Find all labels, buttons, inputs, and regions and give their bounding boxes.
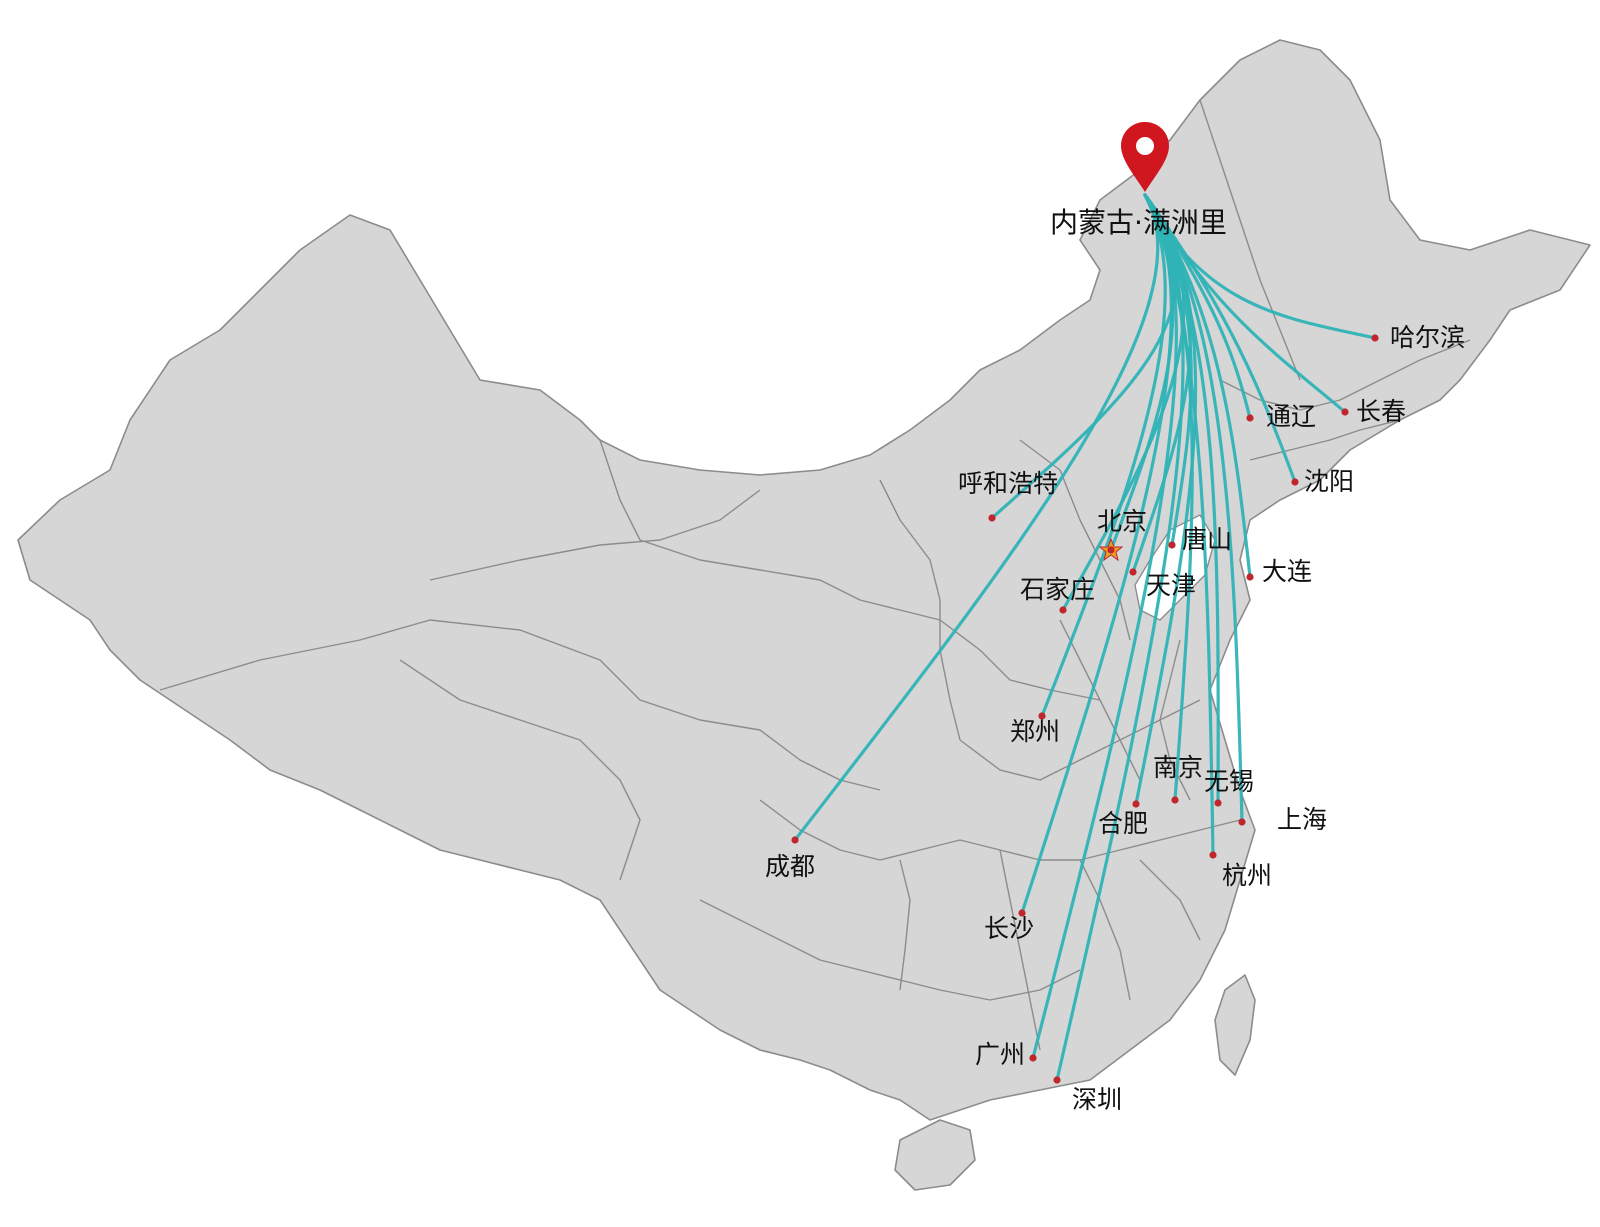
city-label-changsha: 长沙: [984, 914, 1034, 943]
city-dot-hohhot[interactable]: [988, 514, 996, 522]
city-label-tianjin: 天津: [1146, 571, 1196, 600]
route-shenzhen: [1055, 193, 1185, 1082]
city-dot-guangzhou[interactable]: [1029, 1054, 1037, 1062]
city-dot-hefei[interactable]: [1132, 800, 1140, 808]
route-shenyang: [1143, 193, 1297, 484]
city-dot-wuxi[interactable]: [1214, 799, 1222, 807]
city-label-hefei: 合肥: [1098, 809, 1148, 838]
city-dot-hangzhou[interactable]: [1209, 851, 1217, 859]
city-dot-nanjing[interactable]: [1171, 796, 1179, 804]
city-label-zhengzhou: 郑州: [1010, 717, 1060, 746]
city-dot-tongliao[interactable]: [1246, 414, 1254, 422]
city-label-tangshan: 唐山: [1182, 525, 1232, 554]
route-hefei: [1134, 193, 1198, 806]
city-dot-shijiazhuang[interactable]: [1059, 606, 1067, 614]
city-dot-dalian[interactable]: [1246, 573, 1254, 581]
city-dot-beijing[interactable]: [1107, 546, 1115, 554]
city-dot-harbin[interactable]: [1371, 334, 1379, 342]
city-dot-tianjin[interactable]: [1129, 568, 1137, 576]
city-label-beijing: 北京: [1097, 507, 1147, 536]
province-borders: [159, 99, 1471, 1051]
city-dot-tangshan[interactable]: [1168, 541, 1176, 549]
city-label-dalian: 大连: [1262, 557, 1312, 586]
route-zhengzhou: [1040, 193, 1167, 718]
city-label-hohhot: 呼和浩特: [958, 469, 1058, 498]
city-label-tongliao: 通辽: [1266, 402, 1316, 431]
city-label-chengdu: 成都: [765, 852, 815, 881]
city-dot-zhengzhou[interactable]: [1038, 712, 1046, 720]
city-label-shijiazhuang: 石家庄: [1020, 575, 1095, 604]
map-pin-icon: [1121, 122, 1169, 192]
city-dot-shenyang[interactable]: [1291, 478, 1299, 486]
city-label-hangzhou: 杭州: [1222, 861, 1272, 890]
china-landmass: [17, 39, 1591, 1191]
city-label-guangzhou: 广州: [975, 1040, 1025, 1069]
city-label-shenyang: 沈阳: [1304, 467, 1354, 496]
city-dot-chengdu[interactable]: [791, 836, 799, 844]
route-changsha: [1020, 193, 1173, 915]
city-dot-changchun[interactable]: [1341, 408, 1349, 416]
city-label-changchun: 长春: [1356, 397, 1406, 426]
city-label-wuxi: 无锡: [1204, 767, 1254, 796]
china-mainland: [17, 39, 1591, 1121]
taiwan-island: [1214, 974, 1256, 1076]
map-pin-hole: [1136, 137, 1154, 155]
city-dot-changsha[interactable]: [1018, 909, 1026, 917]
route-chengdu: [793, 193, 1160, 842]
city-dot-shenzhen[interactable]: [1053, 1076, 1061, 1084]
map-pin-body: [1121, 122, 1169, 192]
route-lines: [793, 193, 1377, 1082]
hainan-island: [894, 1119, 976, 1191]
route-guangzhou: [1031, 193, 1178, 1060]
city-label-shenzhen: 深圳: [1072, 1085, 1122, 1114]
origin-label: 内蒙古·满洲里: [1050, 206, 1227, 239]
city-label-harbin: 哈尔滨: [1390, 323, 1465, 352]
city-dot-shanghai[interactable]: [1238, 818, 1246, 826]
city-label-nanjing: 南京: [1153, 753, 1203, 782]
city-markers: 哈尔滨长春 通辽沈阳 呼和浩特北京唐山大连 天津 石家庄郑州南京无锡上海 合肥杭州 成都长沙…: [765, 323, 1465, 1114]
city-label-shanghai: 上海: [1277, 805, 1327, 834]
